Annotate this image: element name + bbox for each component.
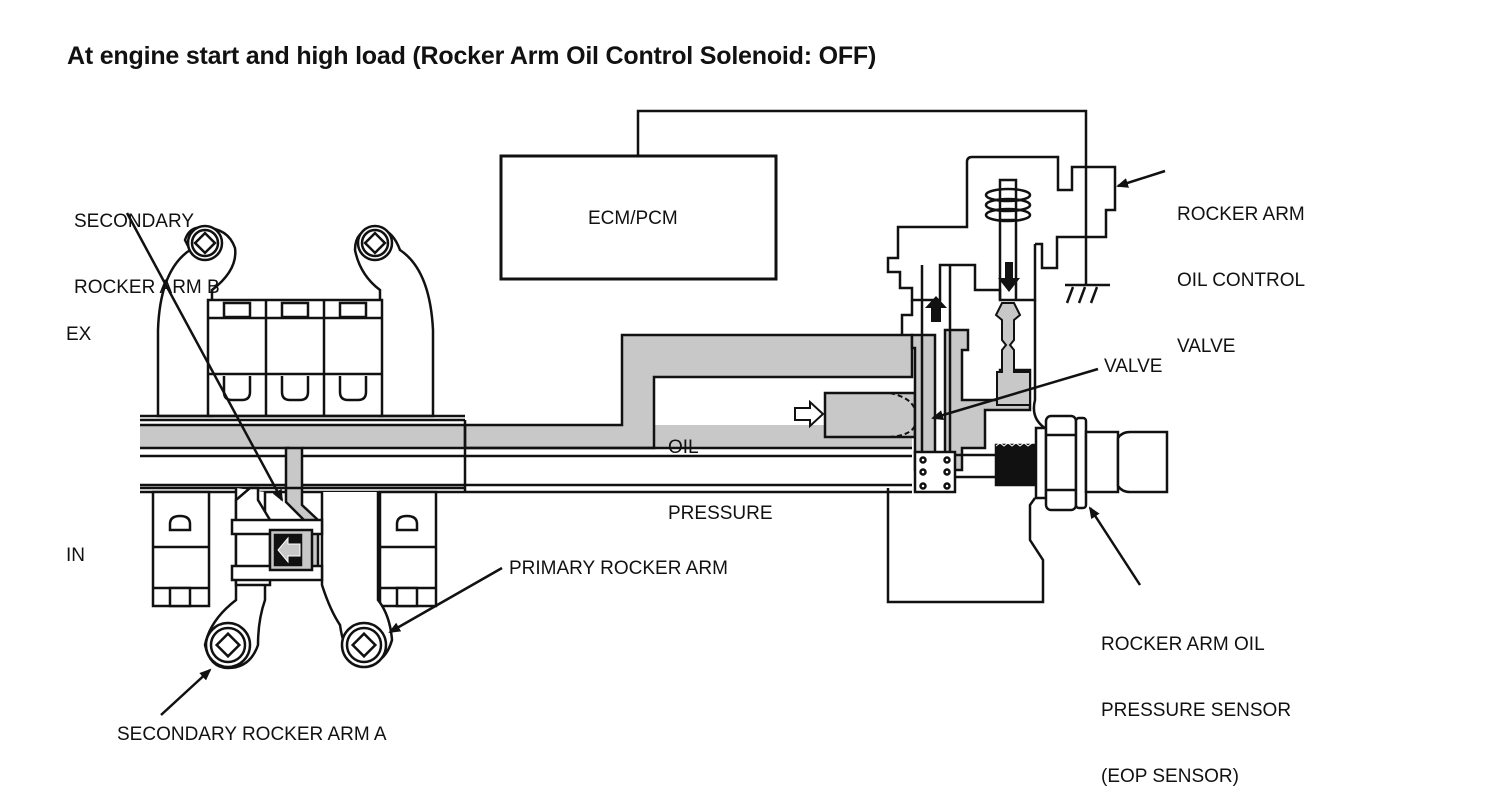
check-valve-dashed [889, 392, 916, 438]
leader-primary-arm [388, 566, 503, 634]
check-ball-block [913, 450, 1000, 494]
label-line: OIL CONTROL [1177, 270, 1306, 291]
leader-oil-control-valve [1116, 169, 1166, 188]
leader-eop-sensor [1088, 506, 1142, 586]
label-line: ROCKER ARM B [74, 277, 220, 298]
solenoid-plunger [994, 302, 1031, 406]
label-secondary-rocker-arm-a: SECONDARY ROCKER ARM A [117, 724, 387, 745]
diagram-title: At engine start and high load (Rocker Ar… [67, 42, 877, 70]
valve-housing-lower [886, 488, 1045, 604]
label-line: OIL [668, 437, 699, 458]
intake-rocker-arms [140, 486, 465, 670]
label-line: ROCKER ARM OIL [1101, 634, 1265, 655]
valve-oil-chamber [910, 333, 937, 472]
eop-sensor [994, 414, 1169, 512]
label-line: VALVE [1177, 336, 1236, 357]
exhaust-rocker-arms [156, 224, 435, 418]
label-ecm-pcm: ECM/PCM [588, 208, 678, 229]
label-rocker-arm-oil-control-valve: ROCKER ARM OIL CONTROL VALVE [1177, 160, 1305, 380]
label-line: SECONDARY [74, 211, 195, 232]
label-line: PRESSURE SENSOR [1101, 700, 1292, 721]
piston-arrow-icon [277, 536, 301, 564]
ecm-wire [636, 109, 1088, 200]
label-valve: VALVE [1104, 356, 1163, 377]
oil-passages [140, 328, 1032, 472]
down-arrow-icon [998, 262, 1020, 292]
label-line: PRESSURE [668, 503, 773, 524]
oil-control-valve-body [886, 155, 1117, 470]
label-line: ROCKER ARM [1177, 204, 1305, 225]
ground-symbol-icon [1065, 286, 1099, 304]
oil-pressure-arrow-icon [794, 399, 825, 429]
label-oil-pressure: OIL PRESSURE [668, 393, 773, 547]
leader-valve [931, 367, 1099, 420]
label-ex: EX [66, 324, 92, 345]
leader-secondary-a [160, 668, 212, 716]
label-line: (EOP SENSOR) [1101, 766, 1239, 787]
label-in: IN [66, 545, 85, 566]
leader-secondary-b [125, 212, 284, 502]
valve-right-chamber [943, 328, 1032, 472]
up-arrow-icon [925, 296, 947, 322]
label-eop-sensor: ROCKER ARM OIL PRESSURE SENSOR (EOP SENS… [1101, 590, 1291, 810]
leader-lines [125, 169, 1166, 716]
rocker-arm-oil-diagram [125, 109, 1169, 716]
label-secondary-rocker-arm-b: SECONDARY ROCKER ARM B [74, 167, 220, 321]
ecm-pcm-module [499, 109, 1088, 281]
oil-pressure-input [823, 391, 917, 439]
label-primary-rocker-arm: PRIMARY ROCKER ARM [509, 558, 728, 579]
